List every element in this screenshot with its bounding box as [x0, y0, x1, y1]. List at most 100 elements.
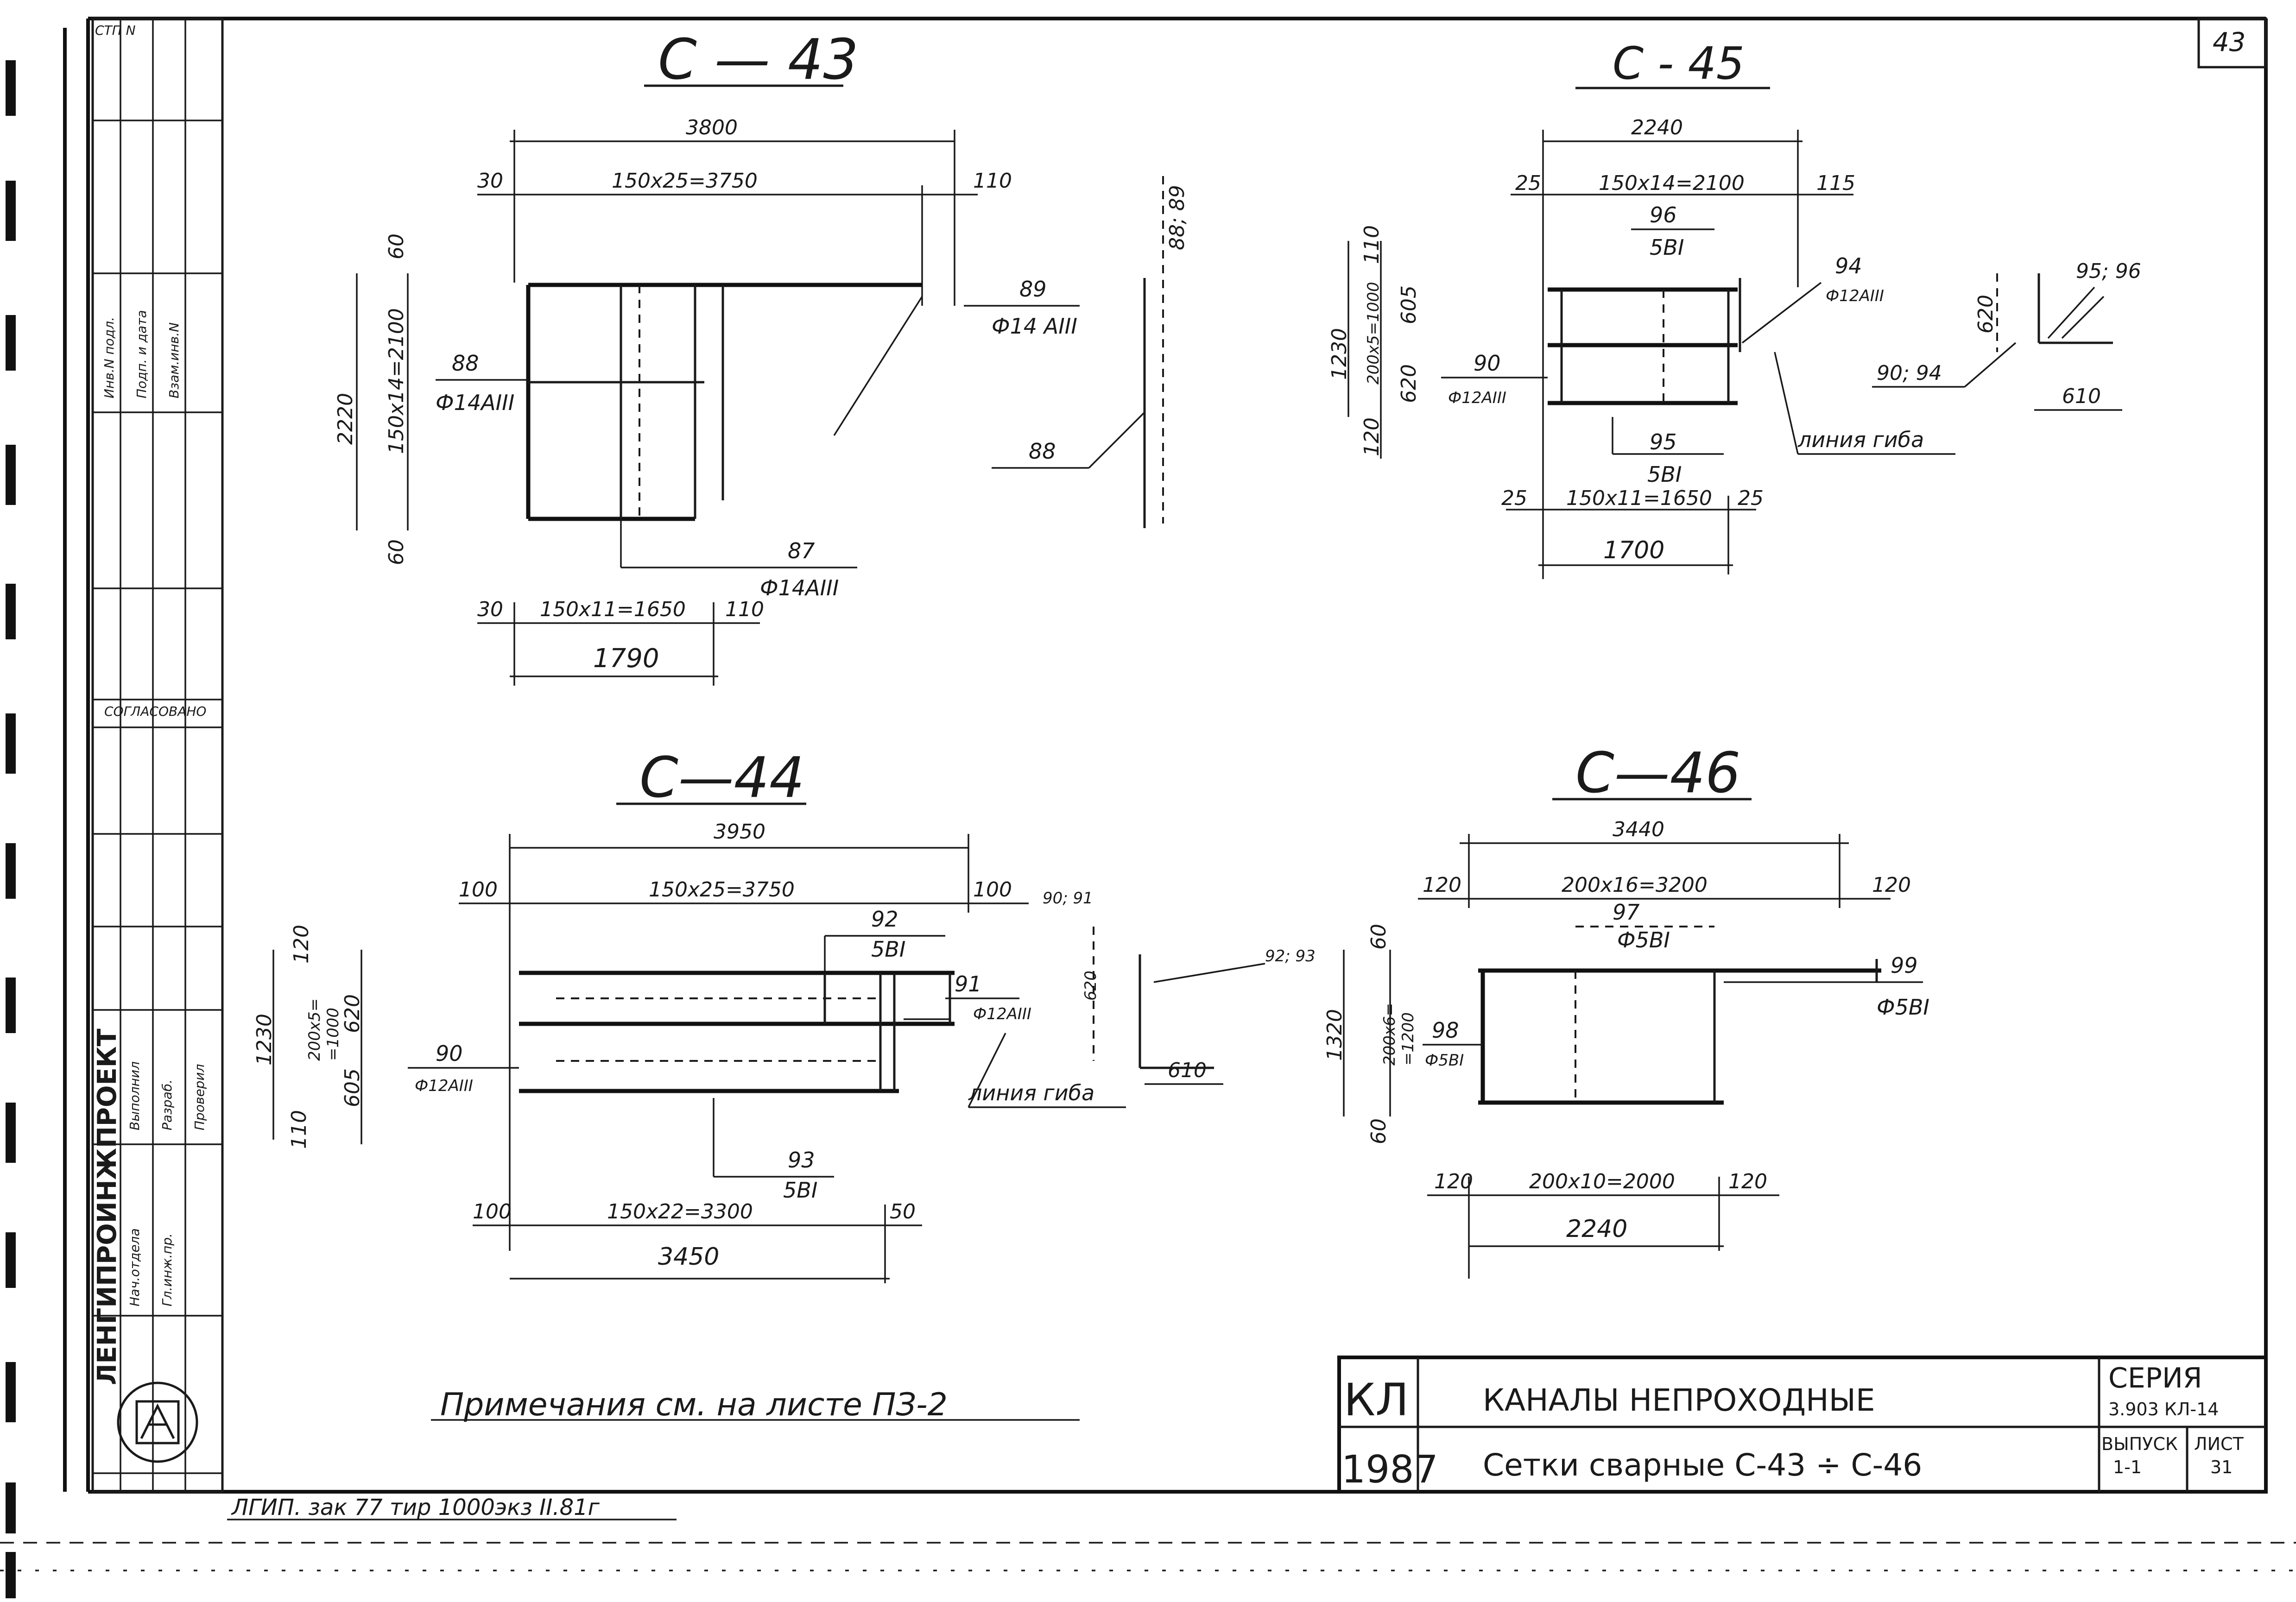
side-row-0: Нач.отдела: [127, 1228, 142, 1306]
c45-left-inner: 200x5=1000: [1364, 282, 1383, 385]
c46-mark-99: 99: [1891, 953, 1918, 978]
c44-rebar-91: Ф12АIII: [973, 1005, 1031, 1023]
c45-bottom-row-0: 25: [1501, 486, 1527, 510]
c44-detail-9293: 92; 93: [1265, 947, 1316, 965]
title-block: КЛ 1987 КАНАЛЫ НЕПРОХОДНЫЕ Сетки сварные…: [1337, 1356, 2268, 1494]
print-order: ЛГИП. зак 77 тир 1000экз II.81г: [231, 1495, 600, 1520]
tb-year: 1987: [1341, 1448, 1438, 1492]
c44-bottom-row-0: 100: [473, 1200, 512, 1224]
c46-left-top: 60: [1367, 924, 1391, 950]
sheet-number-box: 43: [2197, 17, 2267, 69]
c46-bottom-row-1: 200x10=2000: [1529, 1170, 1675, 1193]
c44-mark-92: 92: [871, 907, 898, 932]
c45-overall: 2240: [1631, 116, 1683, 139]
c46-mark-98: 98: [1432, 1018, 1459, 1043]
c43-rebar-87: Ф14АIII: [760, 575, 839, 600]
c46-rebar-99: Ф5ВI: [1877, 995, 1929, 1020]
c44-title: С—44: [639, 746, 804, 810]
c43-row-0: 30: [477, 169, 503, 193]
c44-row-2: 100: [973, 878, 1012, 902]
c46-mark-97: 97: [1613, 900, 1640, 925]
c45-left-620: 620: [1397, 364, 1421, 403]
tb-series-label: СЕРИЯ: [2108, 1362, 2202, 1394]
c45-rebar-94: Ф12АIII: [1826, 287, 1884, 305]
c44-rebar-92: 5ВI: [871, 937, 905, 962]
c43-mark-87: 87: [788, 538, 815, 563]
c43-title: С — 43: [658, 28, 859, 92]
side-approved: СОГЛАСОВАНО: [104, 704, 206, 719]
c45-bottom-total: 1700: [1603, 536, 1664, 564]
c44-mark-93: 93: [788, 1148, 815, 1173]
c45-left-bottom: 120: [1360, 417, 1384, 456]
c44-left-top: 120: [290, 925, 313, 964]
c44-row-1: 150x25=3750: [649, 878, 795, 902]
c45-detail-9094: 90; 94: [1877, 361, 1942, 385]
c45-row-2: 115: [1816, 171, 1855, 195]
c44-detail-top: 90; 91: [1043, 889, 1093, 908]
c44-row-0: 100: [459, 878, 498, 902]
note: Примечания см. на листе ПЗ-2: [431, 1387, 1080, 1423]
side-stamp: СТП N СОГЛАСОВАНО ЛЕНГИПРОИНЖПРОЕКТ Нач.…: [91, 17, 224, 1493]
side-change-0: Инв.N подл.: [101, 317, 117, 398]
c43-left-total: 2220: [334, 393, 357, 445]
c45-left-605: 605: [1397, 285, 1421, 324]
c44-detail-620: 620: [1082, 971, 1100, 1001]
mesh-c43: С — 43 3800 30 150x25=3750 110 2220 150x…: [334, 28, 1189, 686]
side-row-2: Проверил: [192, 1064, 207, 1130]
c44-mark-90: 90: [436, 1041, 463, 1066]
c44-left-620: 620: [341, 994, 364, 1033]
c45-left-total: 1230: [1328, 328, 1351, 380]
c43-bottom-row-2: 110: [725, 598, 764, 621]
c45-rebar-95: 5ВI: [1647, 462, 1682, 487]
side-row-4: Разраб.: [159, 1079, 175, 1130]
c46-left-bottom: 60: [1367, 1118, 1391, 1144]
c44-left-inner2: =1000: [324, 1008, 342, 1061]
c46-left-inner2: =1200: [1399, 1012, 1417, 1066]
c44-bend-line: линия гиба: [968, 1080, 1094, 1105]
c43-left-inner: 150x14=2100: [385, 308, 408, 454]
c45-bend-line: линия гиба: [1797, 427, 1924, 452]
c44-left-605: 605: [341, 1068, 364, 1107]
c44-left-inner: 200x5=: [305, 998, 324, 1061]
c45-detail-top: 95; 96: [2076, 259, 2141, 283]
tb-series-value: 3.903 КЛ-14: [2108, 1399, 2219, 1419]
side-org-name: ЛЕНГИПРОИНЖПРОЕКТ: [92, 1028, 122, 1385]
c44-rebar-90: Ф12АIII: [415, 1077, 473, 1095]
c43-rebar-88: Ф14АIII: [436, 390, 514, 415]
side-change-2: Взам.инв.N: [166, 322, 182, 398]
c43-mark-88a: 88: [452, 351, 479, 376]
c46-row-1: 200x16=3200: [1562, 873, 1708, 897]
c43-mark-88b: 88: [1029, 439, 1056, 464]
binding-marks: [6, 60, 16, 1598]
tb-sheet-label: ЛИСТ: [2194, 1434, 2244, 1454]
c45-rebar-96: 5ВI: [1650, 235, 1684, 260]
c43-mark-89: 89: [1019, 277, 1047, 302]
c43-overall: 3800: [686, 116, 738, 139]
c45-detail-620: 620: [1974, 295, 1998, 334]
c43-bottom-total: 1790: [593, 643, 659, 674]
c45-rebar-90: Ф12АIII: [1448, 389, 1506, 407]
side-change-1: Подп. и дата: [134, 310, 149, 398]
c44-mark-91: 91: [955, 971, 982, 997]
c44-detail-610: 610: [1168, 1059, 1207, 1082]
c46-overall: 3440: [1613, 818, 1664, 841]
c43-left-bottom: 60: [385, 539, 408, 565]
note-text: Примечания см. на листе ПЗ-2: [440, 1387, 948, 1423]
c43-side-label: 88; 89: [1165, 185, 1189, 250]
c43-bottom-row-1: 150x11=1650: [540, 598, 686, 621]
c44-overall: 3950: [714, 820, 765, 844]
c44-rebar-93: 5ВI: [783, 1178, 817, 1203]
mesh-c44: С—44 3950 100 150x25=3750 100 92 5ВI 91 …: [253, 746, 1316, 1283]
sheet-frame: [0, 17, 2296, 1571]
c45-mark-95: 95: [1650, 429, 1677, 454]
c45-bottom-row-2: 25: [1738, 486, 1764, 510]
c45-mark-90: 90: [1474, 351, 1501, 376]
c46-rebar-98: Ф5ВI: [1425, 1051, 1464, 1070]
c43-bottom-row-0: 30: [477, 598, 503, 621]
c43-left-top: 60: [385, 233, 408, 259]
c45-mark-96: 96: [1650, 202, 1677, 227]
mesh-c45: С - 45 2240 25 150x14=2100 115 96 5ВI 94…: [1328, 38, 2141, 579]
c46-row-0: 120: [1423, 873, 1461, 897]
tb-sheet-value: 31: [2210, 1457, 2233, 1477]
